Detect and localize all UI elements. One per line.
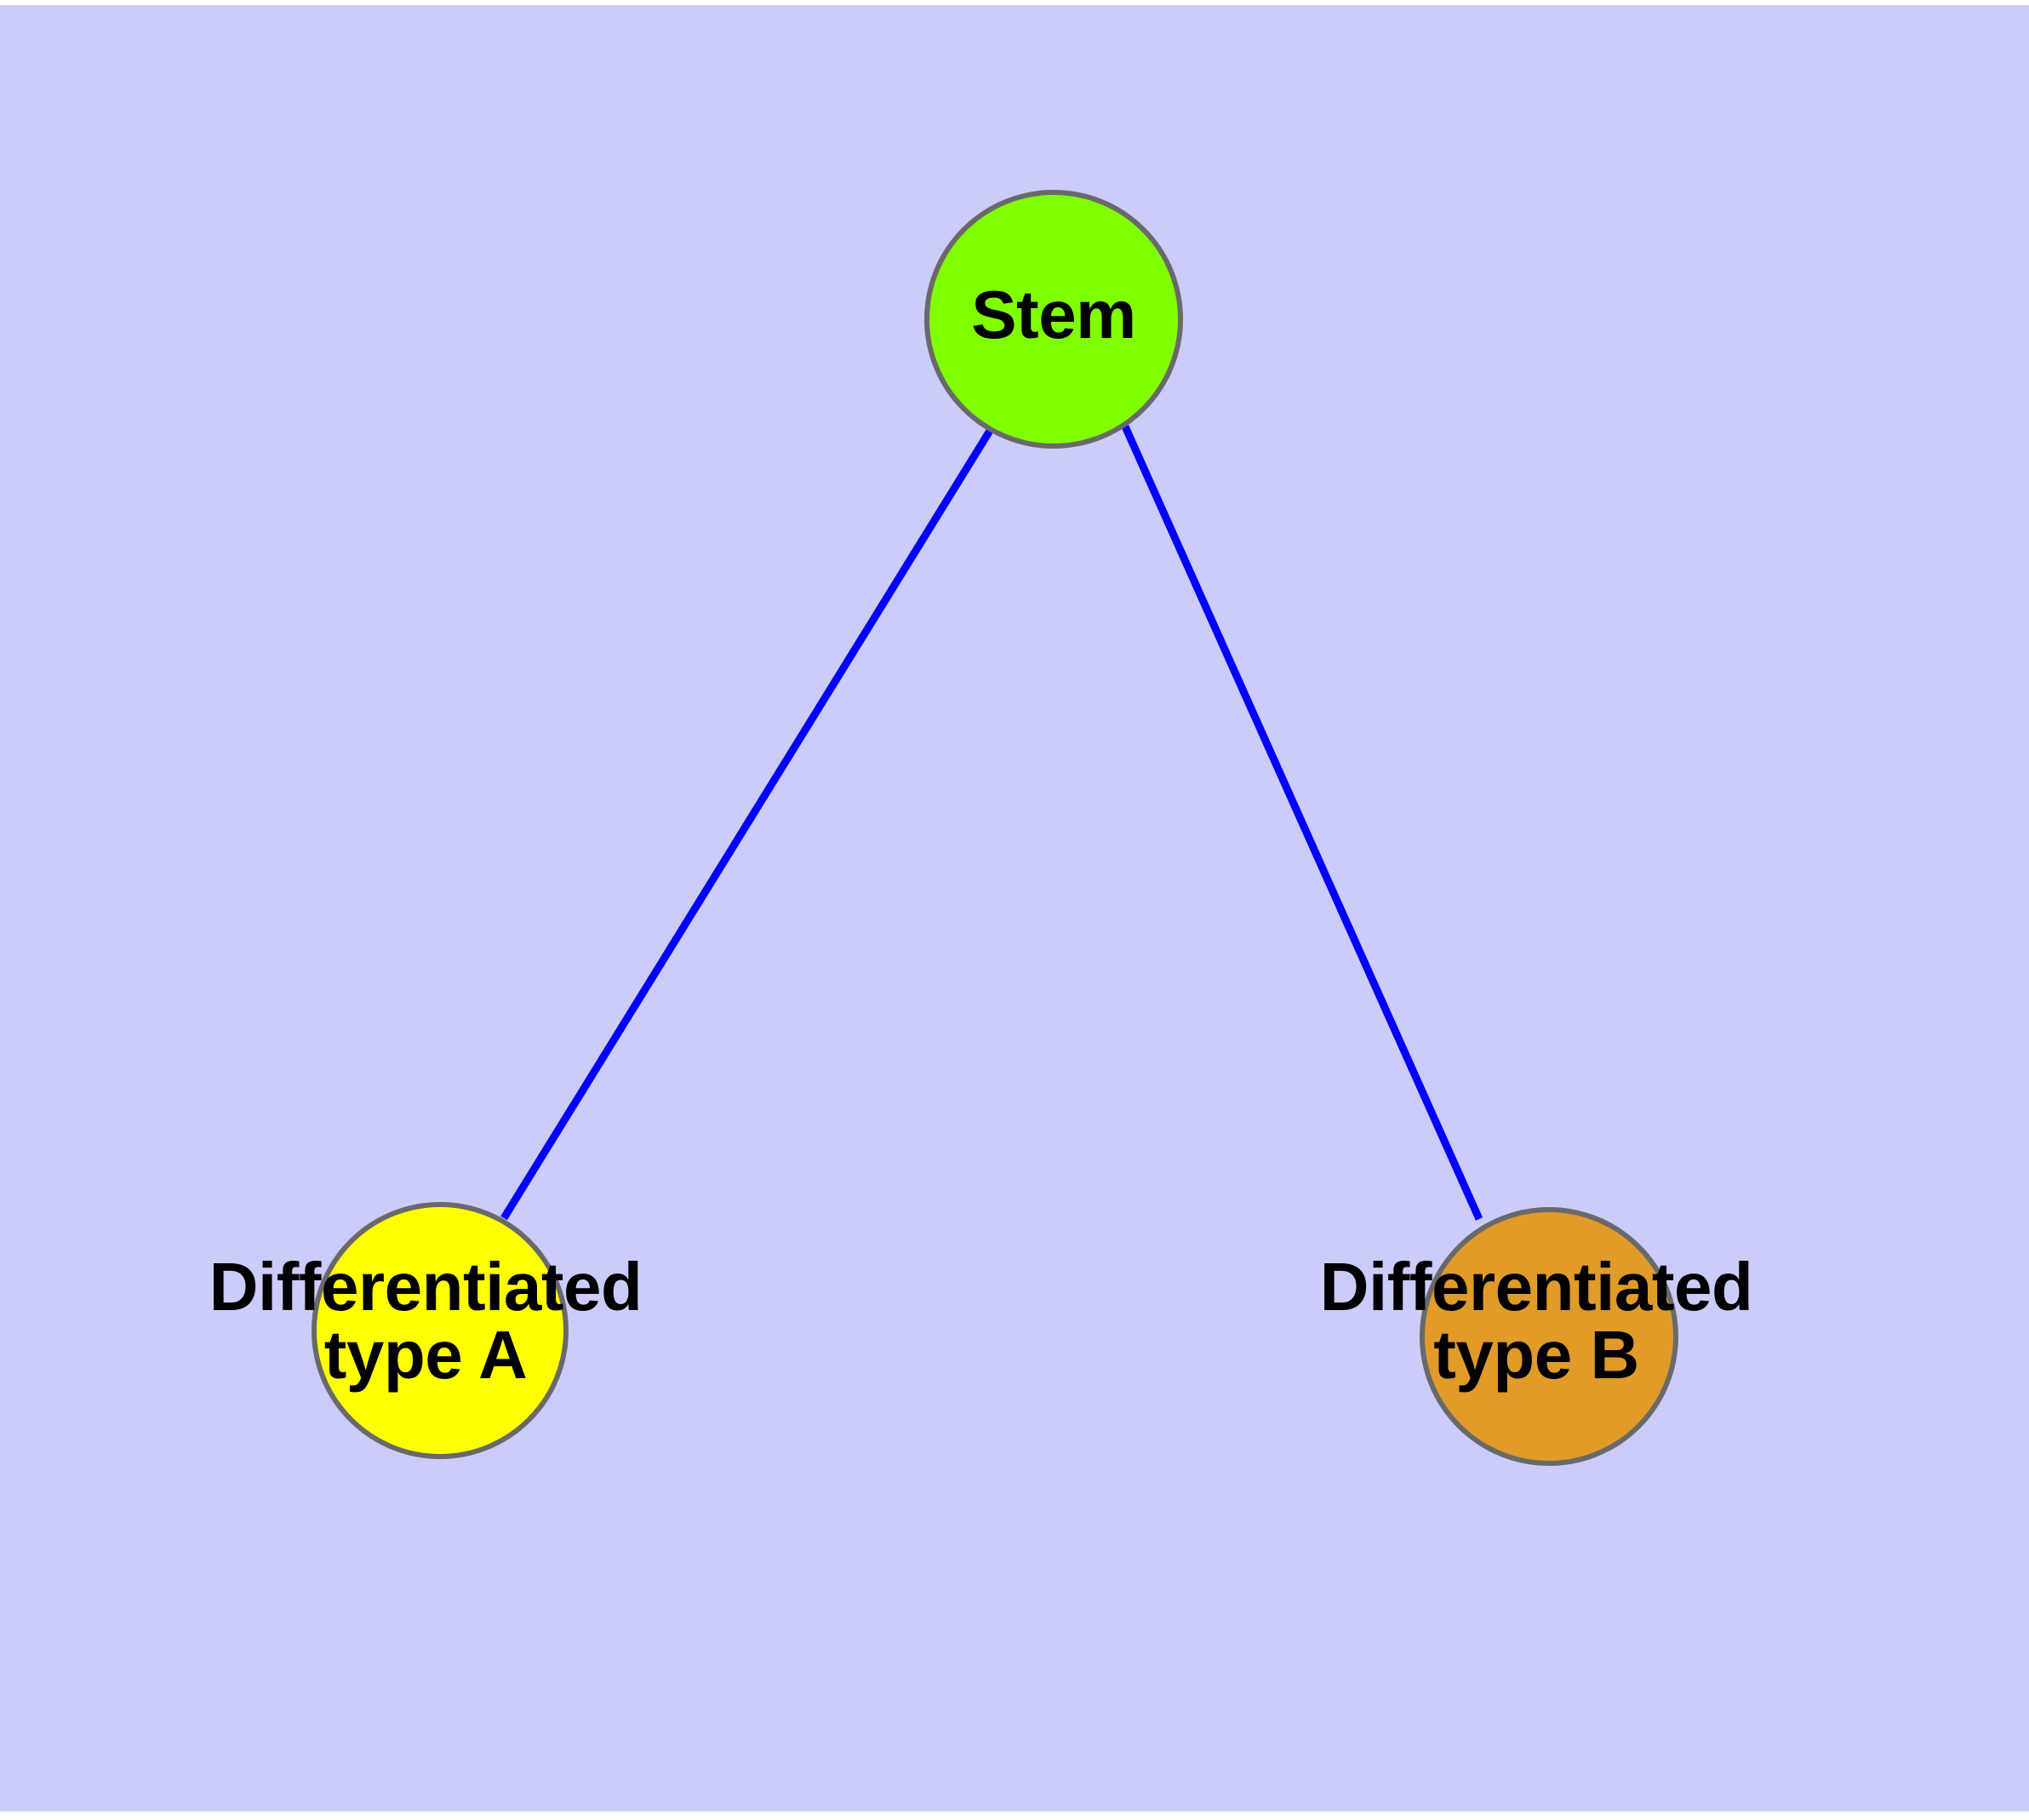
node-stem[interactable] [924,190,1183,449]
edge-stem-to-differentiated-type-b[interactable] [1121,425,1483,1221]
edge-layer [500,425,1483,1221]
node-differentiated-type-b[interactable] [1420,1207,1678,1466]
node-layer [311,190,1678,1466]
node-differentiated-type-a[interactable] [311,1202,569,1459]
edge-stem-to-differentiated-type-a[interactable] [500,428,993,1221]
